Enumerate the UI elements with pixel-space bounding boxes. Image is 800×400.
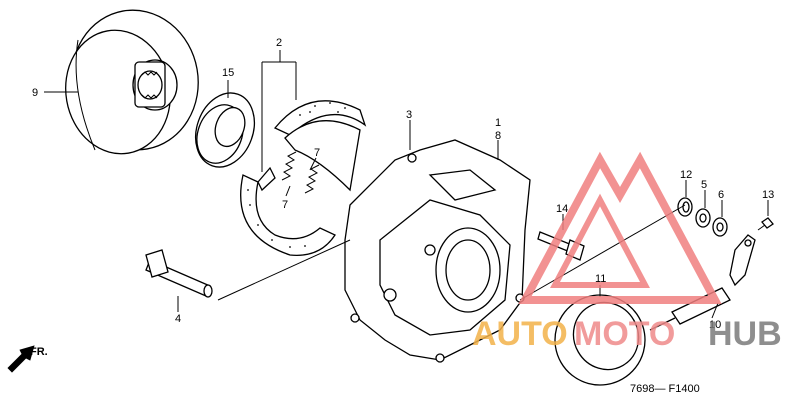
callout-1: 1 <box>495 117 501 129</box>
callout-8: 8 <box>495 130 501 142</box>
callout-2: 2 <box>276 37 282 49</box>
callout-3: 3 <box>406 109 412 121</box>
watermark-word-auto: AUTO <box>472 315 568 353</box>
leader-lines <box>44 50 769 319</box>
bolt-part-13 <box>757 217 774 231</box>
callout-9: 9 <box>32 87 38 99</box>
callout-4: 4 <box>175 313 181 325</box>
oil-seal-part-15 <box>195 92 255 168</box>
front-direction-label: FR. <box>30 346 48 358</box>
callout-11: 11 <box>595 273 606 285</box>
brake-shoe-upper-part-2 <box>273 100 367 192</box>
callout-14: 14 <box>556 203 568 215</box>
watermark-logo: AUTO MOTO HUB <box>472 151 782 353</box>
callout-labels: 9 15 2 7 7 3 1 8 12 5 6 13 14 4 11 10 <box>32 37 774 331</box>
callout-7-upper: 7 <box>314 147 320 159</box>
washer-part-6 <box>712 217 728 237</box>
spring-part-7-right <box>304 164 320 194</box>
watermark-word-hub: HUB <box>708 315 782 353</box>
o-ring-part-12 <box>677 197 693 217</box>
washer-part-5 <box>695 208 711 228</box>
callout-5: 5 <box>701 179 707 191</box>
watermark-word-moto: MOTO <box>574 315 675 353</box>
callout-6: 6 <box>718 189 724 201</box>
watermark-triangle-icon <box>518 151 722 304</box>
callout-7-lower: 7 <box>282 199 288 211</box>
brake-panel-housing-part-3-8 <box>344 139 531 363</box>
shaft-part-4 <box>145 249 213 298</box>
callout-10: 10 <box>709 319 721 331</box>
seal-ring-part-11 <box>554 294 646 386</box>
callout-12: 12 <box>680 169 692 181</box>
callout-13: 13 <box>762 189 774 201</box>
front-direction-arrow: FR. <box>7 345 48 373</box>
watermark-inner-triangle-icon <box>550 193 650 288</box>
spring-part-7-left <box>281 151 297 181</box>
brake-shoe-lower-part-2 <box>240 166 336 256</box>
figure-code: 7698— F1400 <box>630 383 700 395</box>
brake-drum-part-9 <box>65 9 199 155</box>
callout-15: 15 <box>222 67 234 79</box>
